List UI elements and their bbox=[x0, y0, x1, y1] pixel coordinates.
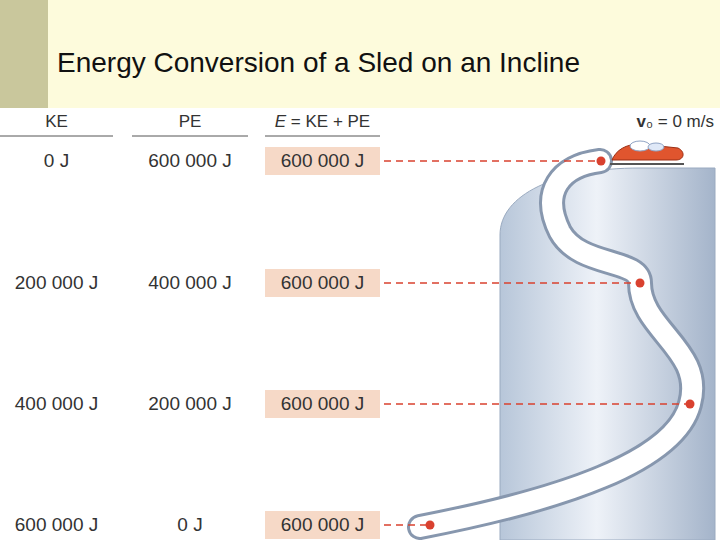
velocity-label: v₀ = 0 m/s bbox=[604, 110, 714, 134]
energy-total: 600 000 J bbox=[281, 272, 364, 294]
column-rule bbox=[265, 136, 380, 137]
title-band bbox=[0, 0, 720, 108]
energy-value: 600 000 J bbox=[132, 149, 248, 173]
column-header: KE bbox=[0, 110, 113, 134]
energy-value: 400 000 J bbox=[0, 392, 113, 416]
energy-total: 600 000 J bbox=[281, 150, 364, 172]
sled bbox=[610, 141, 684, 164]
total-energy-cell: 600 000 J bbox=[265, 269, 380, 297]
title-text: Energy Conversion of a Sled on an Inclin… bbox=[57, 47, 580, 78]
total-energy-cell: 600 000 J bbox=[265, 147, 380, 175]
position-dot bbox=[426, 157, 695, 530]
track bbox=[420, 161, 692, 527]
column-header: PE bbox=[132, 110, 248, 134]
energy-value: 0 J bbox=[0, 149, 113, 173]
column-rule bbox=[132, 136, 248, 137]
slide-title: Energy Conversion of a Sled on an Inclin… bbox=[57, 45, 580, 81]
total-energy-cell: 600 000 J bbox=[265, 390, 380, 418]
track-edge bbox=[420, 161, 692, 527]
leader-line bbox=[384, 161, 686, 525]
energy-value: 400 000 J bbox=[132, 271, 248, 295]
energy-value: 200 000 J bbox=[0, 271, 113, 295]
energy-value: 200 000 J bbox=[132, 392, 248, 416]
column-header: E = KE + PE bbox=[265, 110, 380, 134]
energy-total: 600 000 J bbox=[281, 393, 364, 415]
title-marker bbox=[0, 0, 48, 108]
total-energy-cell: 600 000 J bbox=[265, 511, 380, 539]
energy-value: 600 000 J bbox=[0, 513, 113, 537]
energy-total: 600 000 J bbox=[281, 514, 364, 536]
column-rule bbox=[0, 136, 113, 137]
energy-value: 0 J bbox=[132, 513, 248, 537]
